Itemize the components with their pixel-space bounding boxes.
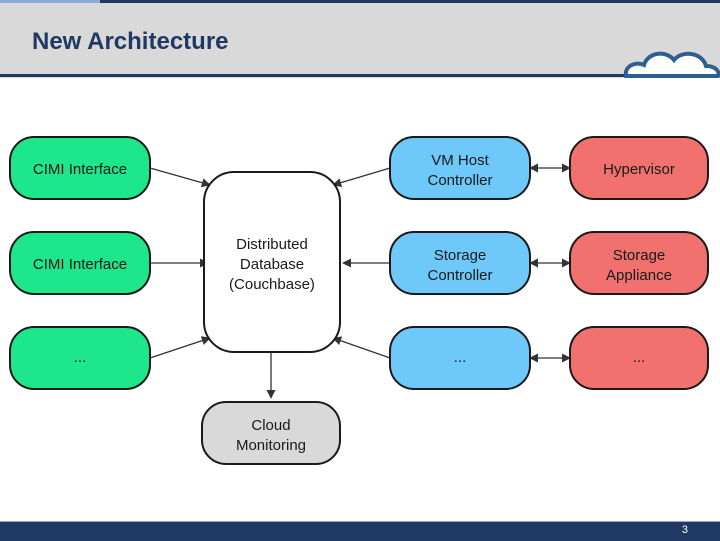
node-label: Controller	[427, 172, 492, 189]
cloud-logo-icon	[623, 51, 720, 78]
node-label: ...	[633, 349, 646, 366]
title-top-line	[0, 0, 720, 3]
node-cimi-interface-1: CIMI Interface	[9, 136, 151, 200]
node-cimi-ellipsis: ...	[9, 326, 151, 390]
node-label: CIMI Interface	[33, 161, 127, 178]
node-vm-host-controller: VM Host Controller	[389, 136, 531, 200]
node-label: Monitoring	[236, 437, 306, 454]
edge-cimi3-database	[149, 336, 211, 359]
node-label: Cloud	[251, 417, 290, 434]
node-label: Storage	[434, 247, 487, 264]
node-storage-controller: Storage Controller	[389, 231, 531, 295]
node-label: Appliance	[606, 267, 672, 284]
title-band	[0, 0, 720, 78]
edge-blue3-database	[332, 336, 391, 359]
node-label: CIMI Interface	[33, 256, 127, 273]
node-label: Hypervisor	[603, 161, 675, 178]
node-hypervisor: Hypervisor	[569, 136, 709, 200]
edge-vmhost-database	[332, 167, 391, 188]
node-label: ...	[74, 349, 87, 366]
edges	[149, 163, 571, 399]
page-number: 3	[681, 524, 688, 536]
node-label: (Couchbase)	[229, 276, 315, 293]
node-label: Storage	[613, 247, 666, 264]
node-label: ...	[454, 349, 467, 366]
node-cimi-interface-2: CIMI Interface	[9, 231, 151, 295]
node-storage-appliance: Storage Appliance	[569, 231, 709, 295]
node-distributed-database: Distributed Database (Couchbase)	[203, 171, 341, 353]
footer-bar: 3	[0, 521, 720, 541]
node-label: Database	[240, 256, 304, 273]
title-top-accent	[0, 0, 100, 3]
node-blue-ellipsis: ...	[389, 326, 531, 390]
slide-title: New Architecture	[32, 28, 229, 55]
node-label: Distributed	[236, 236, 308, 253]
node-label: Controller	[427, 267, 492, 284]
title-rule	[0, 74, 626, 77]
edge-cimi1-database	[149, 167, 211, 188]
node-cloud-monitoring: Cloud Monitoring	[201, 401, 341, 465]
node-red-ellipsis: ...	[569, 326, 709, 390]
node-label: VM Host	[431, 152, 489, 169]
